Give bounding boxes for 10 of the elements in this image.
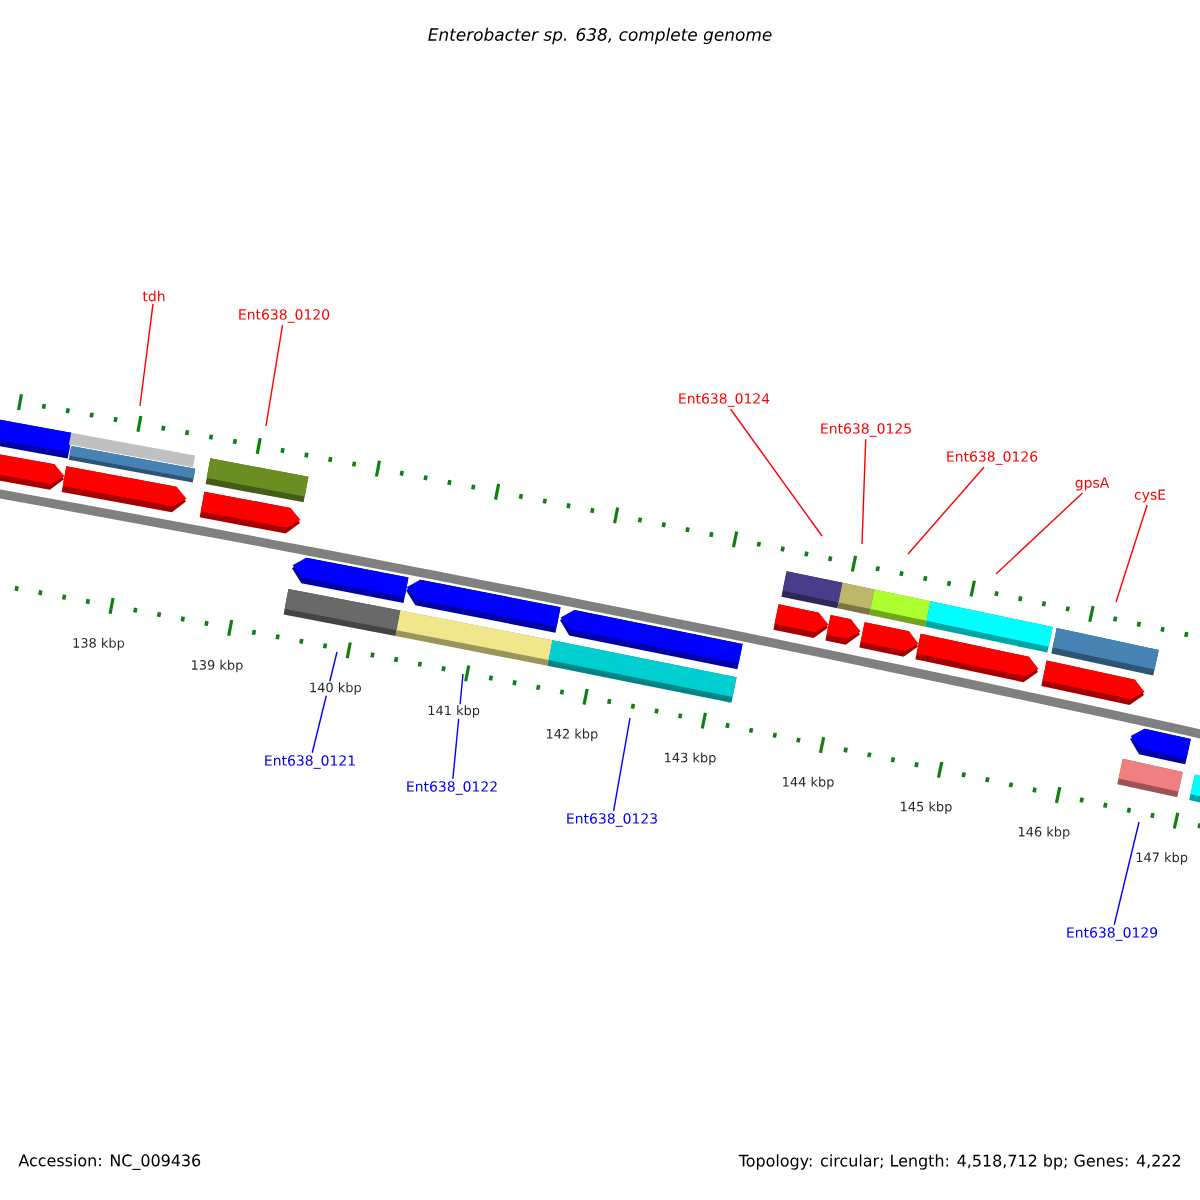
leader-line [995, 492, 1084, 575]
leader-line [1113, 821, 1140, 926]
leader-line [612, 717, 631, 812]
leader-line [729, 408, 823, 537]
title: Enterobacter sp. 638, complete genome [428, 27, 772, 45]
leader-line [265, 324, 284, 427]
leader-line [907, 466, 985, 555]
leader-line [1115, 504, 1148, 603]
leader-line [861, 438, 867, 545]
leader-line [139, 303, 154, 407]
